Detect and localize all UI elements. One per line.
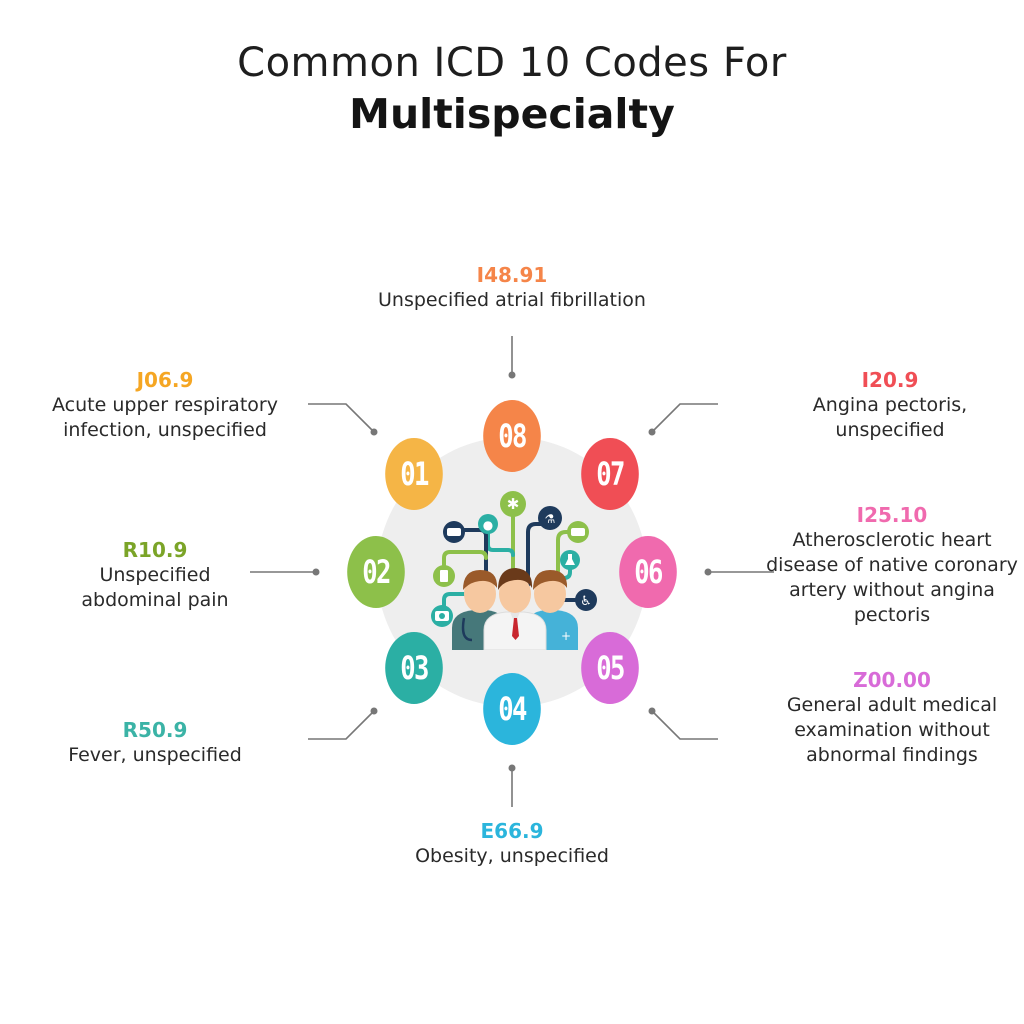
title-line-2: Multispecialty xyxy=(349,90,675,138)
medical-icons: ✱ ● ⚗ ♿ xyxy=(431,491,597,627)
number-circle-05: 05 xyxy=(581,632,639,704)
wheelchair-icon xyxy=(575,589,597,611)
label-05: Z00.00 General adult medical examination… xyxy=(760,667,1024,768)
medical-team-illustration: ✱ ● ⚗ ♿ + xyxy=(431,491,597,650)
description-06: Atherosclerotic heart disease of native … xyxy=(766,529,1018,626)
number-circle-04: 04 xyxy=(483,673,541,745)
description-03: Fever, unspecified xyxy=(68,744,242,766)
title-line-1: Common ICD 10 Codes For xyxy=(237,40,787,86)
code-03: R50.9 xyxy=(122,718,188,742)
description-08: Unspecified atrial fibrillation xyxy=(378,289,646,311)
number-circle-06: 06 xyxy=(619,536,677,608)
description-04: Obesity, unspecified xyxy=(415,845,609,867)
code-02: R10.9 xyxy=(122,538,188,562)
number-circle-03: 03 xyxy=(385,632,443,704)
code-04: E66.9 xyxy=(480,819,544,843)
number-circle-02: 02 xyxy=(347,536,405,608)
doctor-in-white-coat xyxy=(483,568,547,650)
svg-text:⚗: ⚗ xyxy=(545,512,556,526)
description-02: Unspecified abdominal pain xyxy=(81,564,229,611)
svg-text:●: ● xyxy=(483,518,493,532)
svg-text:♿: ♿ xyxy=(580,594,592,609)
label-03: R50.9 Fever, unspecified xyxy=(40,717,270,768)
label-04: E66.9 Obesity, unspecified xyxy=(352,818,672,869)
number-circle-01: 01 xyxy=(385,438,443,510)
code-06: I25.10 xyxy=(856,503,928,527)
svg-text:+: + xyxy=(561,629,571,643)
label-08: I48.91 Unspecified atrial fibrillation xyxy=(312,262,712,313)
label-02: R10.9 Unspecified abdominal pain xyxy=(60,537,250,613)
microscope-icon xyxy=(538,506,562,530)
number-circle-07: 07 xyxy=(581,438,639,510)
code-01: J06.9 xyxy=(136,368,194,392)
label-07: I20.9 Angina pectoris, unspecified xyxy=(770,367,1010,443)
code-08: I48.91 xyxy=(476,263,548,287)
label-06: I25.10 Atherosclerotic heart disease of … xyxy=(760,502,1024,628)
number-circle-08: 08 xyxy=(483,400,541,472)
code-05: Z00.00 xyxy=(853,668,931,692)
description-01: Acute upper respiratory infection, unspe… xyxy=(52,394,278,441)
description-07: Angina pectoris, unspecified xyxy=(812,394,968,441)
medical-cross-icon xyxy=(500,491,526,517)
code-07: I20.9 xyxy=(861,368,919,392)
drop-icon xyxy=(478,514,498,534)
label-01: J06.9 Acute upper respiratory infection,… xyxy=(20,367,310,443)
svg-text:✱: ✱ xyxy=(507,495,520,513)
description-05: General adult medical examination withou… xyxy=(786,694,998,766)
